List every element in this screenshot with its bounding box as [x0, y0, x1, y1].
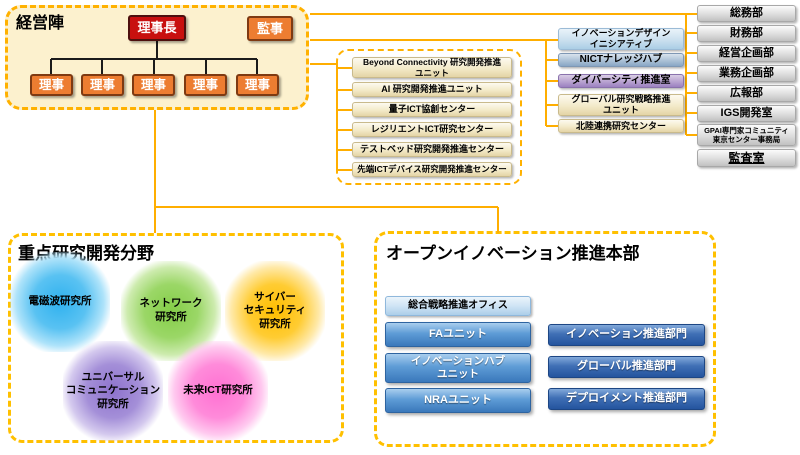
innovation-division-box: デプロイメント推進部門 [548, 388, 705, 410]
admin-dept-box-audit: 監査室 [697, 149, 796, 167]
strategy-office-box: グローバル研究戦略推進 ユニット [558, 94, 684, 116]
director-box: 理事 [184, 74, 227, 96]
admin-dept-box: GPAI専門家コミュニティ 東京センター事務局 [697, 124, 796, 146]
strategy-office-box: 北陸連携研究センター [558, 119, 684, 133]
strategy-office-main-box: 総合戦略推進オフィス [385, 296, 531, 316]
president-box: 理事長 [128, 15, 186, 41]
innovation-unit-box: イノベーションハブ ユニット [385, 353, 531, 383]
promotion-unit-box: 先端ICTデバイス研究開発推進センター [352, 162, 512, 177]
strategy-office-box: イノベーションデザイン イニシアティブ [558, 28, 684, 50]
innovation-unit-box: FAユニット [385, 322, 531, 347]
management-title: 経営陣 [16, 15, 65, 32]
admin-dept-box: 業務企画部 [697, 65, 796, 82]
institute-circle-electromagnetic: 電磁波研究所 [10, 252, 110, 352]
auditor-box: 監事 [247, 16, 293, 41]
director-box: 理事 [30, 74, 73, 96]
admin-dept-box: 総務部 [697, 5, 796, 22]
strategy-office-box: NICTナレッジハブ [558, 53, 684, 67]
promotion-unit-box: Beyond Connectivity 研究開発推進 ユニット [352, 57, 512, 78]
promotion-unit-box: レジリエントICT研究センター [352, 122, 512, 137]
innovation-division-box: グローバル推進部門 [548, 356, 705, 378]
open-innovation-title: オープンイノベーション推進本部 [386, 244, 640, 263]
admin-dept-box: IGS開発室 [697, 105, 796, 122]
director-box: 理事 [236, 74, 279, 96]
admin-dept-box: 経営企画部 [697, 45, 796, 62]
admin-dept-box: 広報部 [697, 85, 796, 102]
innovation-unit-box: NRAユニット [385, 388, 531, 413]
promotion-unit-box: AI 研究開発推進ユニット [352, 82, 512, 97]
institute-circle-universal-communication: ユニバーサル コミュニケーション 研究所 [63, 341, 163, 441]
director-box: 理事 [81, 74, 124, 96]
promotion-unit-box: 量子ICT協創センター [352, 102, 512, 117]
director-box: 理事 [132, 74, 175, 96]
innovation-division-box: イノベーション推進部門 [548, 324, 705, 346]
institute-circle-future-ict: 未来ICT研究所 [168, 341, 268, 441]
admin-dept-box: 財務部 [697, 25, 796, 42]
promotion-unit-box: テストベッド研究開発推進センター [352, 142, 512, 157]
strategy-office-box: ダイバーシティ推進室 [558, 74, 684, 88]
